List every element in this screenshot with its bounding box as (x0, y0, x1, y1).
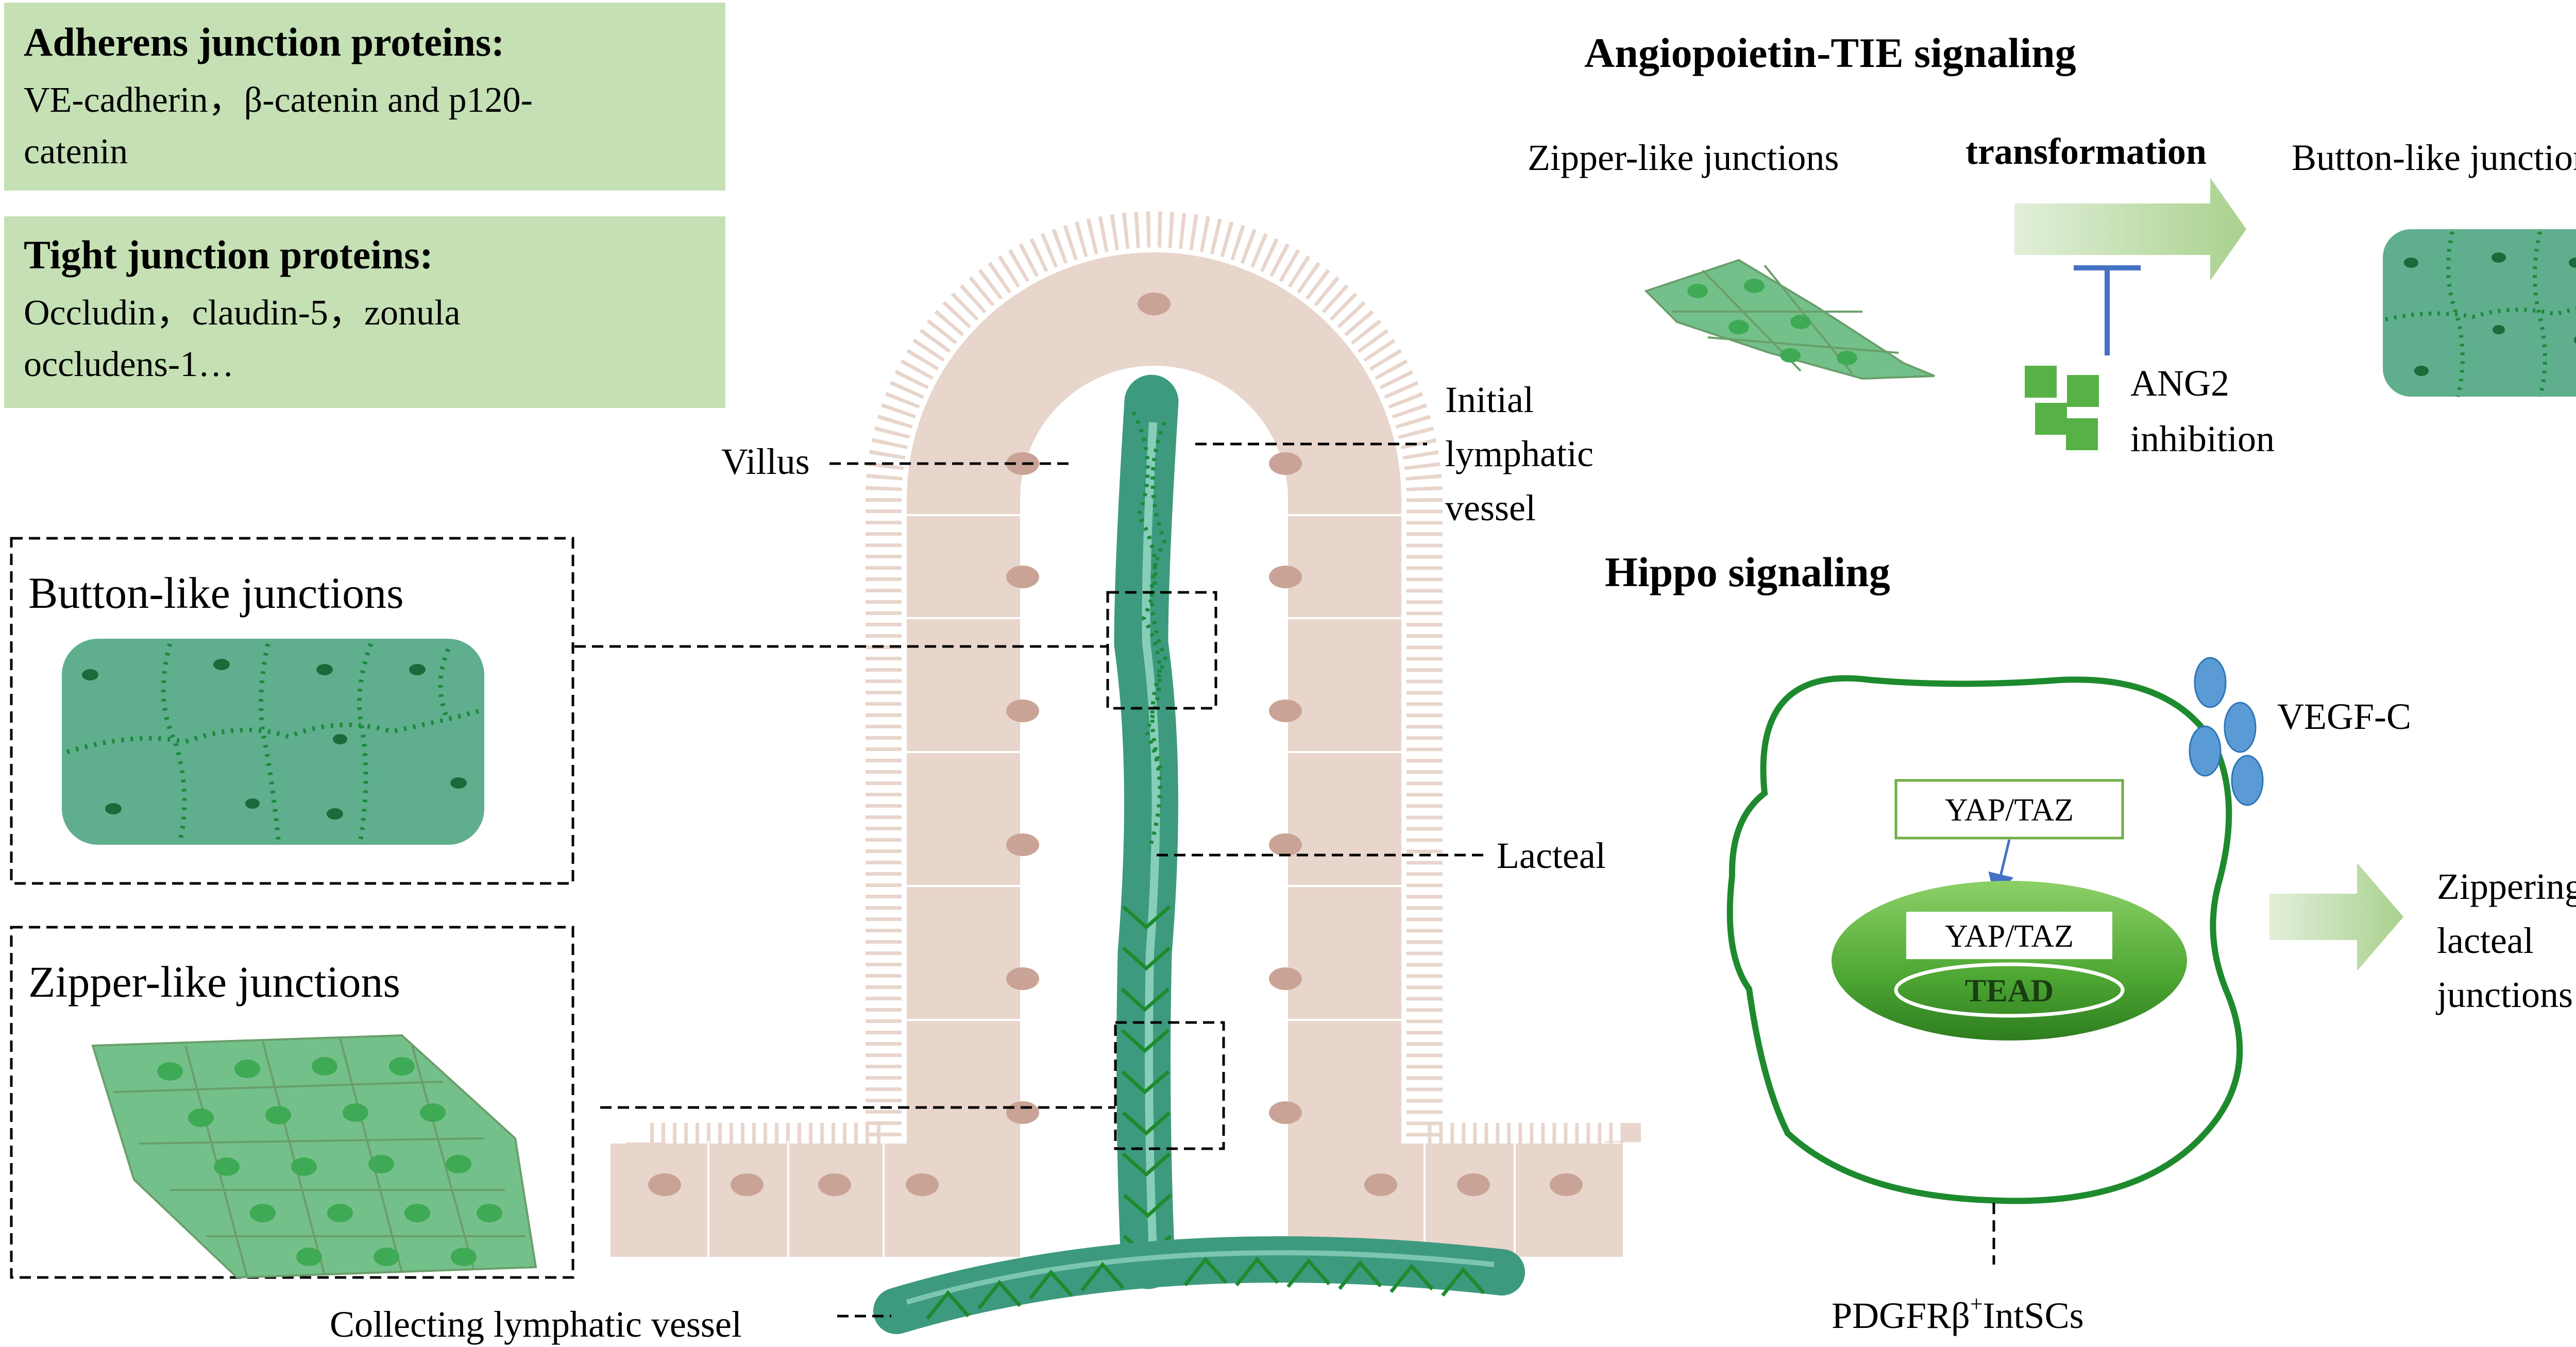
button-callout-box (1106, 591, 1217, 710)
vegf-c-droplets (2189, 657, 2264, 806)
intsc-label: PDGFRβ+IntSCs (1832, 1291, 2084, 1336)
hippo-title: Hippo signaling (1605, 549, 1890, 595)
yap-taz-outer-label: YAP/TAZ (1945, 793, 2074, 828)
transformation-arrow (2014, 178, 2246, 281)
angiopoietin-title: Angiopoietin-TIE signaling (1584, 29, 2076, 76)
lacteal-vessel (1114, 374, 1179, 1289)
adherens-line2: catenin (24, 132, 128, 172)
adherens-junction-box: Adherens junction proteins: VE-cadherin，… (4, 3, 725, 191)
initial-vessel-line1: Initial (1445, 379, 1534, 420)
yap-taz-nuclear-box (1906, 912, 2112, 959)
collecting-vessel (873, 1236, 1525, 1334)
adherens-line1: VE-cadherin，β-catenin and p120- (24, 80, 533, 120)
button-panel-label: Button-like junctions (28, 568, 404, 618)
tight-line2: occludens-1… (24, 345, 234, 384)
villus-label: Villus (721, 441, 810, 482)
zippering-line3: junctions (2435, 974, 2573, 1015)
cell-boundaries (707, 514, 1516, 1257)
intsc-cell-membrane (1726, 675, 2243, 1204)
zipper-callout-box (1114, 1021, 1225, 1150)
vegf-c-label: VEGF-C (2277, 696, 2411, 737)
tight-line1: Occludin，claudin-5，zonula (24, 293, 461, 333)
zipper-junction-panel (10, 926, 574, 1279)
zippering-line1: Zippering (2437, 866, 2576, 907)
zipper-junction-cluster (91, 1034, 537, 1279)
villus-epithelium (611, 211, 1641, 1257)
tight-junction-box: Tight junction proteins: Occludin，claudi… (4, 216, 725, 408)
hippo-output-arrow (2269, 863, 2403, 971)
leader-lines (574, 442, 1484, 1318)
adherens-title: Adherens junction proteins: (24, 20, 505, 64)
initial-vessel-line2: lymphatic (1445, 433, 1594, 474)
yap-taz-inner-label: YAP/TAZ (1945, 919, 2074, 954)
transformation-label: transformation (1965, 131, 2207, 172)
angio-zipper-cells (1644, 259, 1935, 380)
ang2-squares (2025, 366, 2099, 450)
collecting-vessel-label: Collecting lymphatic vessel (330, 1304, 742, 1345)
yap-nucleus-arrow (1988, 839, 2014, 900)
button-junction-tile (62, 639, 484, 845)
button-junction-panel (10, 537, 574, 885)
lacteal-label: Lacteal (1497, 835, 1606, 876)
tead-ring (1894, 962, 2125, 1018)
angio-button-label: Button-like junctions (2292, 137, 2576, 178)
ang2-line2: inhibition (2130, 418, 2275, 459)
inhibition-bar (2074, 265, 2141, 355)
ang2-line1: ANG2 (2130, 363, 2229, 404)
angio-button-tile (2383, 229, 2576, 398)
angio-zipper-label: Zipper-like junctions (1528, 137, 1839, 178)
zippering-line2: lacteal (2437, 920, 2534, 961)
tead-label: TEAD (1965, 974, 2054, 1009)
initial-vessel-line3: vessel (1445, 487, 1536, 528)
tight-title: Tight junction proteins: (24, 232, 433, 277)
yap-taz-box (1894, 779, 2124, 840)
zipper-panel-label: Zipper-like junctions (28, 957, 400, 1007)
